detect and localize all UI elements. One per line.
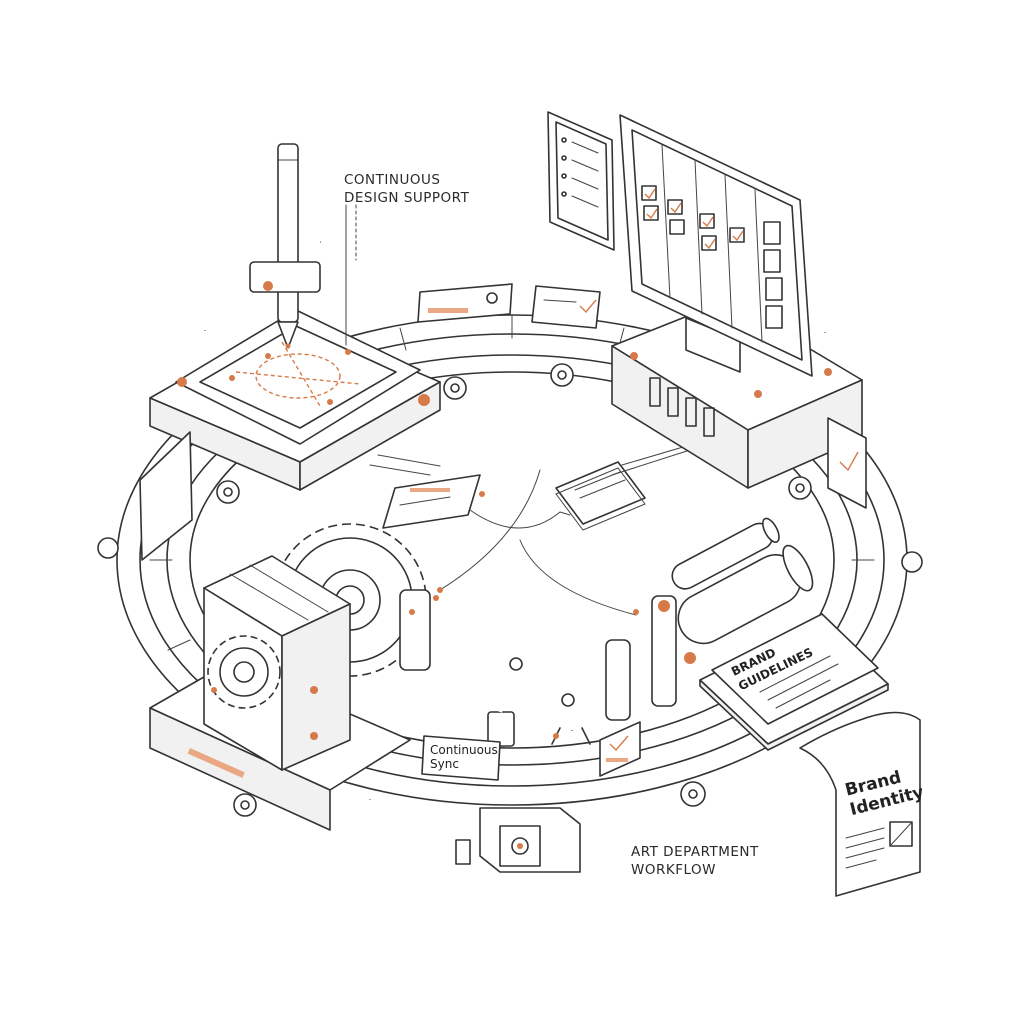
floating-card-left bbox=[382, 474, 485, 529]
robot-arm-icon bbox=[487, 657, 591, 747]
check-card bbox=[599, 721, 641, 777]
pencil-icon bbox=[249, 143, 321, 349]
continuous-sync-tag: Continuous Sync bbox=[421, 735, 501, 781]
bottom-callout-line-1: ART DEPARTMENT bbox=[631, 844, 759, 860]
sync-line-1: Continuous bbox=[430, 743, 498, 757]
motor-block bbox=[455, 807, 581, 873]
sync-line-2: Sync bbox=[430, 757, 459, 771]
press-station: BRAND GUIDELINES bbox=[368, 517, 889, 848]
bottom-callout-line-2: WORKFLOW bbox=[631, 862, 716, 878]
top-callout-label: CONTINUOUS DESIGN SUPPORT bbox=[344, 171, 469, 207]
floating-notes bbox=[417, 283, 601, 329]
top-callout-line-2: DESIGN SUPPORT bbox=[344, 190, 470, 206]
top-callout-line-1: CONTINUOUS bbox=[344, 172, 441, 188]
center-connectors bbox=[369, 441, 701, 616]
floating-card-right bbox=[555, 461, 646, 531]
design-tablet-station bbox=[139, 143, 441, 561]
checklist-icon bbox=[547, 111, 615, 251]
brand-identity-scroll: Brand Identity bbox=[799, 711, 926, 897]
monitor-icon bbox=[619, 114, 813, 377]
monitor-station bbox=[547, 111, 867, 509]
bottom-callout-label: ART DEPARTMENT WORKFLOW bbox=[631, 843, 759, 879]
gear-station bbox=[149, 523, 439, 831]
